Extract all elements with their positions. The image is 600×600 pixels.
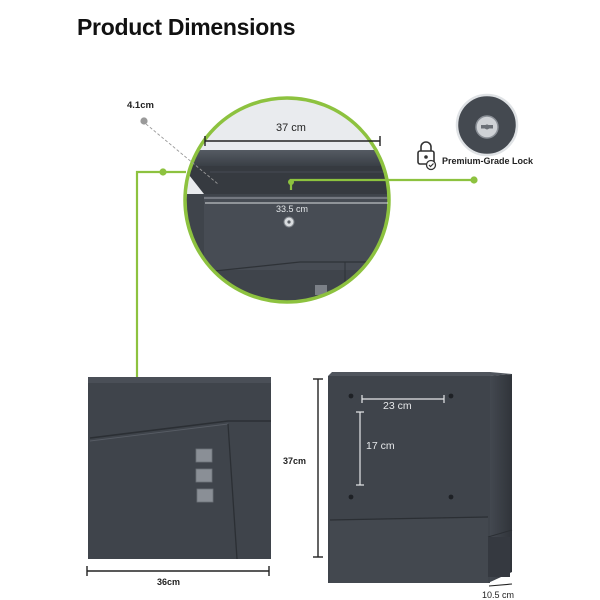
hole-vertical-label: 17 cm bbox=[366, 440, 395, 452]
mounting-hole bbox=[448, 494, 454, 500]
front-width-label: 36cm bbox=[157, 577, 181, 587]
depth-top-label: 4.1cm bbox=[127, 100, 154, 111]
hole-horizontal-label: 23 cm bbox=[383, 400, 412, 412]
window-square bbox=[315, 285, 327, 295]
front-view bbox=[86, 377, 271, 576]
lock-callout-leader bbox=[288, 176, 478, 190]
box-lid bbox=[185, 150, 389, 166]
back-depth-label: 10.5 cm bbox=[482, 590, 515, 600]
lock-label: Premium-Grade Lock bbox=[442, 156, 534, 166]
width-slot-label: 33.5 cm bbox=[276, 204, 309, 214]
mounting-hole bbox=[448, 393, 454, 399]
window-square bbox=[195, 468, 213, 483]
lock-closeup bbox=[455, 93, 519, 157]
back-view bbox=[313, 372, 513, 587]
window-square bbox=[196, 488, 214, 503]
magnifier-ring bbox=[183, 96, 391, 304]
page-title: Product Dimensions bbox=[77, 14, 296, 40]
window-square bbox=[195, 448, 213, 463]
mounting-hole bbox=[348, 494, 354, 500]
side-panel bbox=[488, 374, 512, 583]
front-panel bbox=[88, 377, 271, 559]
mounting-hole bbox=[348, 393, 354, 399]
width-lid-label: 37 cm bbox=[276, 122, 306, 134]
depth-top-indicator bbox=[140, 117, 219, 185]
padlock-icon bbox=[417, 141, 437, 171]
back-depth-line bbox=[488, 583, 513, 587]
back-height-label: 37cm bbox=[283, 456, 307, 466]
front-callout-leader bbox=[133, 168, 186, 388]
